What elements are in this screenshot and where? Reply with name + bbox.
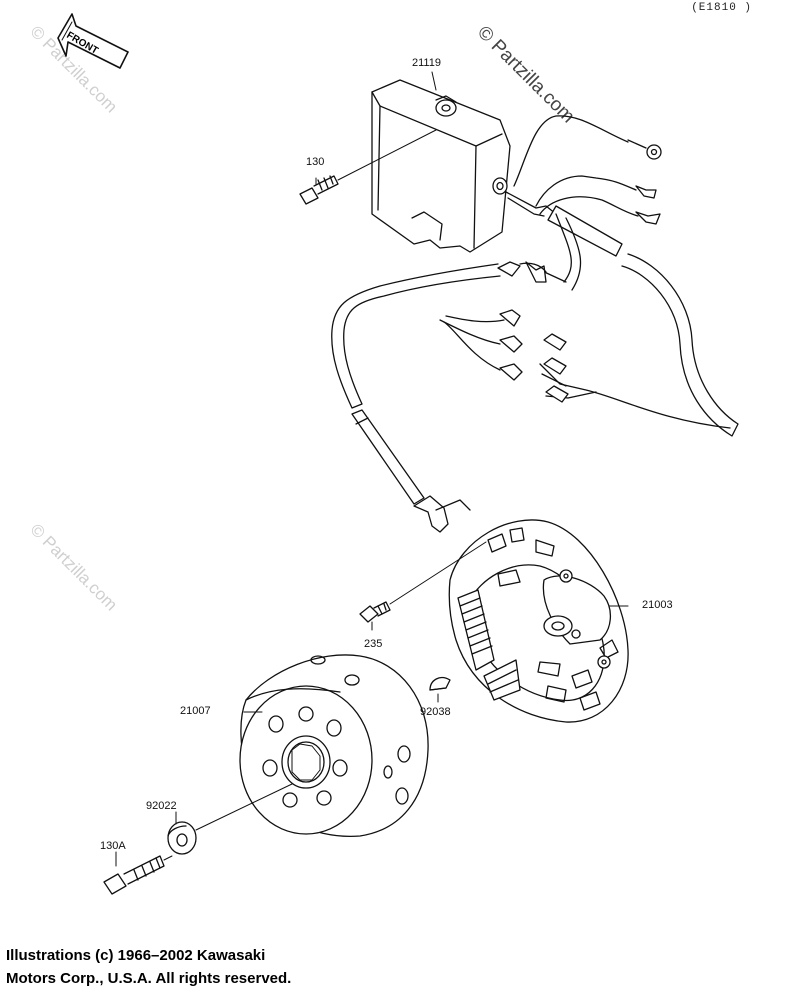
part-label-92022[interactable]: 92022	[146, 800, 177, 812]
part-label-92038[interactable]: 92038	[420, 706, 451, 718]
flywheel-rotor	[239, 654, 429, 838]
copyright-line-1: Illustrations (c) 1966–2002 Kawasaki	[6, 947, 266, 964]
cdi-unit	[371, 79, 511, 253]
stator-assembly	[448, 519, 629, 723]
diagram-code: (E1810 )	[691, 2, 752, 14]
part-label-21119[interactable]: 21119	[412, 57, 441, 69]
copyright-notice: Illustrations (c) 1966–2002 Kawasaki Mot…	[6, 944, 291, 990]
wire-harness-upper	[497, 115, 739, 437]
front-arrow-icon	[57, 13, 129, 69]
bolt-130A	[103, 855, 165, 895]
washer-92022	[167, 821, 197, 855]
key-92038	[429, 676, 451, 691]
bolt-130	[299, 175, 339, 205]
part-label-130A[interactable]: 130A	[100, 840, 126, 852]
wire-harness-lower	[331, 263, 523, 533]
copyright-line-2: Motors Corp., U.S.A. All rights reserved…	[6, 970, 292, 987]
part-label-21007[interactable]: 21007	[180, 705, 211, 717]
part-label-130[interactable]: 130	[306, 156, 325, 168]
part-label-21003[interactable]: 21003	[642, 599, 673, 611]
screw-235	[359, 601, 391, 623]
part-label-235[interactable]: 235	[364, 638, 383, 650]
